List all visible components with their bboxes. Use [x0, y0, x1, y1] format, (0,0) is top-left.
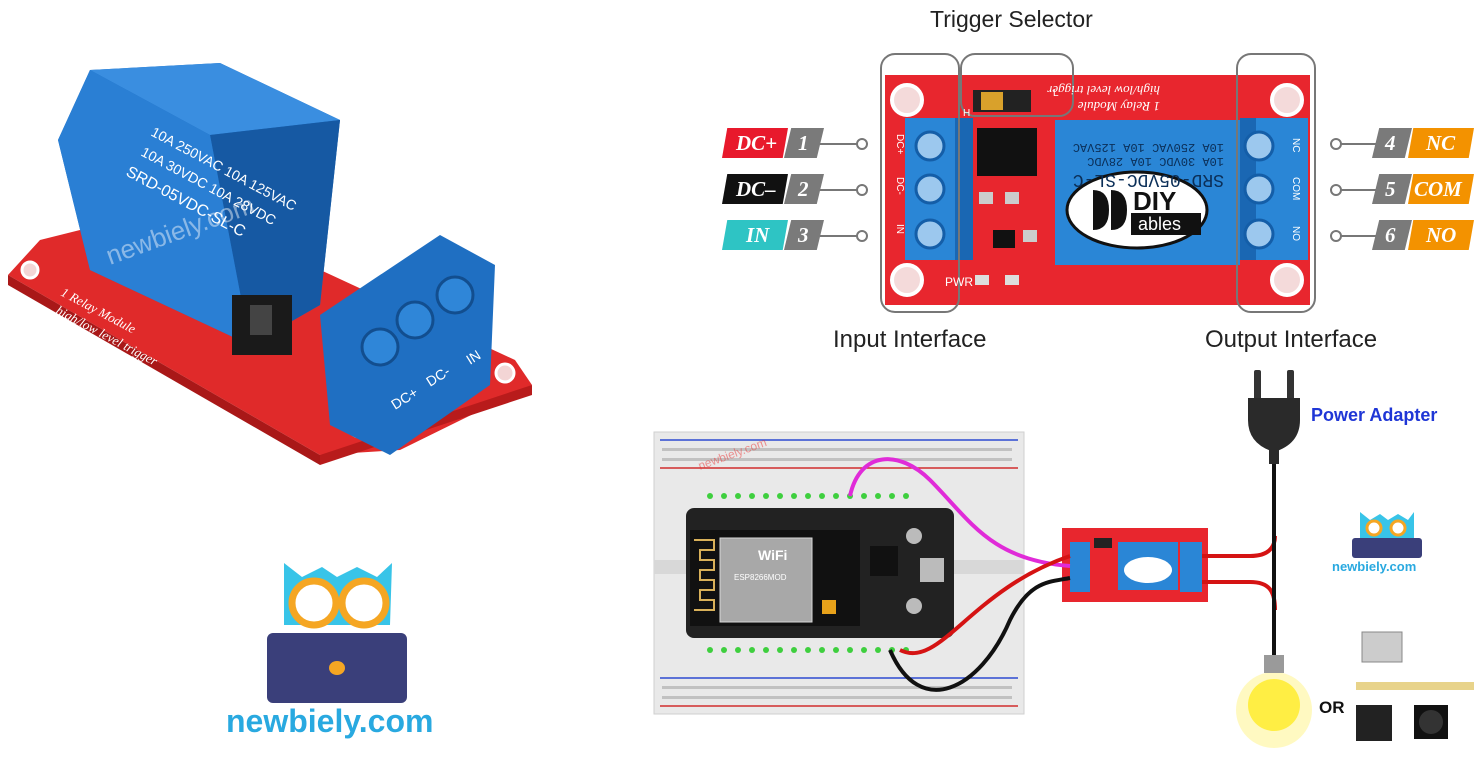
screw-label-no: NO: [1290, 226, 1301, 241]
pin-num-6: 6: [1385, 223, 1396, 247]
pin-tag-com: 5 COM: [1372, 174, 1474, 204]
light-bulb-icon: [1248, 679, 1300, 731]
relay-module-photo: 10A 250VAC 10A 125VAC 10A 30VDC 10A 28VD…: [8, 63, 532, 465]
power-plug-icon: [1248, 398, 1300, 452]
jumper-l: L: [1053, 88, 1059, 99]
wifi-label: WiFi: [758, 547, 787, 563]
right-pin-connectors: [1330, 138, 1378, 242]
relay-spec-2: 10A 30VDC 10A 28VDC: [1087, 154, 1224, 168]
relay-spec-1: 10A 250VAC 10A 125VAC: [1073, 140, 1224, 154]
relay-model: SRD-05VDC-SL-C: [1073, 169, 1224, 189]
optocoupler: [977, 128, 1037, 176]
trigger-selector-outline: [960, 53, 1074, 117]
pin-tag-dcplus: DC+ 1: [722, 128, 824, 158]
pin-num-1: 1: [798, 131, 809, 155]
jumper-h: H: [963, 108, 970, 119]
brand-small: newbiely.com: [1332, 559, 1417, 574]
pwr-label: PWR: [945, 275, 973, 289]
vcc-wire: [899, 554, 1071, 656]
pin-name-in: IN: [746, 223, 770, 247]
wiring-diagram: WiFi ESP8266MOD newbiely.com: [653, 370, 1474, 748]
signal-wire: [848, 457, 1071, 568]
diyables-logo: DIY ables: [1093, 186, 1201, 235]
small-owl-logo: [1352, 512, 1422, 558]
pin-num-3: 3: [798, 223, 809, 247]
pin-name-nc: NC: [1426, 131, 1456, 155]
logo-top: DIY: [1133, 186, 1176, 216]
pin-tag-no: 6 NO: [1372, 220, 1474, 250]
screw-label-in: IN: [894, 224, 905, 234]
screw-label-nc: NC: [1290, 138, 1301, 152]
pin-num-4: 4: [1385, 131, 1396, 155]
pin-name-dcplus: DC+: [736, 131, 778, 155]
water-pump-icon: [1356, 705, 1392, 741]
brand-name: newbiely.com: [226, 703, 434, 739]
mount-hole: [20, 260, 40, 280]
output-interface-title: Output Interface: [1205, 326, 1378, 353]
solenoid-lock-icon: [1361, 631, 1403, 663]
board-title: 1 Relay Module: [1077, 99, 1160, 114]
pin-name-no: NO: [1426, 223, 1457, 247]
board-sub: high/low level trigger: [1046, 83, 1160, 98]
input-interface-title: Input Interface: [833, 326, 987, 353]
screw-label-dcminus: DC-: [894, 177, 905, 195]
relay-pinout-board: 1 Relay Module high/low level trigger SR…: [880, 53, 1316, 313]
or-label: OR: [1319, 698, 1345, 717]
output-interface-outline: [1236, 53, 1316, 313]
chip-label: ESP8266MOD: [734, 573, 787, 582]
pin-tag-nc: 4 NC: [1372, 128, 1474, 158]
esp8266-chip: [719, 537, 813, 623]
screw-label-com: COM: [1290, 177, 1301, 200]
led-strip-icon: [1356, 682, 1474, 690]
left-pin-connectors: [820, 138, 868, 242]
pin-tag-in: IN 3: [722, 220, 824, 250]
pin-tag-dcminus: DC– 2: [722, 174, 824, 204]
mount-hole: [494, 362, 516, 384]
pin-name-dcminus: DC–: [736, 177, 776, 201]
power-adapter-label: Power Adapter: [1311, 405, 1438, 425]
pin-num-5: 5: [1385, 177, 1396, 201]
logo-bottom: ables: [1138, 214, 1181, 234]
trigger-selector-title: Trigger Selector: [930, 6, 1093, 32]
gnd-wire: [888, 576, 1071, 692]
input-interface-outline: [880, 53, 960, 313]
pin-name-com: COM: [1414, 177, 1462, 201]
screw-label-dcplus: DC+: [894, 134, 905, 154]
terminal-block: [320, 235, 495, 455]
pin-num-2: 2: [798, 177, 809, 201]
newbiely-owl-logo: [267, 563, 407, 703]
